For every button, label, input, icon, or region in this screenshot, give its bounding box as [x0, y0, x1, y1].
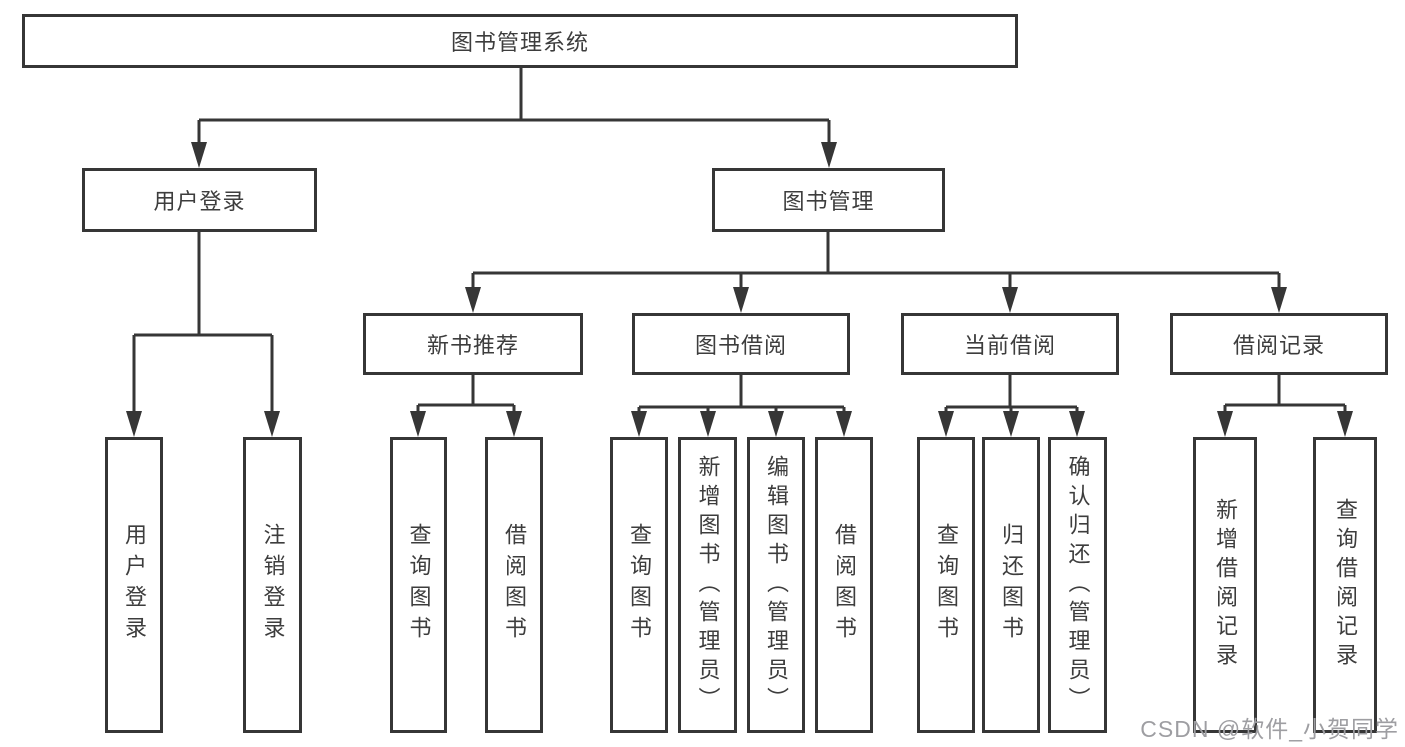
csdn-watermark: CSDN @软件_小贺同学	[1140, 716, 1399, 742]
node-user-login: 用户登录	[82, 168, 317, 232]
leaf-borrow-books: 借阅图书	[815, 437, 873, 733]
leaf-query-borrow-record: 查询借阅记录	[1313, 437, 1377, 733]
arrowheads	[126, 142, 1353, 437]
node-book-management: 图书管理	[712, 168, 945, 232]
node-book-borrow: 图书借阅	[632, 313, 850, 375]
node-new-book-recommend: 新书推荐	[363, 313, 583, 375]
node-library-management-system: 图书管理系统	[22, 14, 1018, 68]
node-borrow-records: 借阅记录	[1170, 313, 1388, 375]
leaf-add-borrow-record: 新增借阅记录	[1193, 437, 1257, 733]
leaf-borrow-books-recommend: 借阅图书	[485, 437, 543, 733]
leaf-edit-books-admin: 编辑图书（管理员）	[747, 437, 805, 733]
leaf-logout-login: 注销登录	[243, 437, 302, 733]
node-current-borrow: 当前借阅	[901, 313, 1119, 375]
leaf-confirm-return-admin: 确认归还（管理员）	[1048, 437, 1107, 733]
leaf-query-books-recommend: 查询图书	[390, 437, 447, 733]
leaf-user-login: 用户登录	[105, 437, 163, 733]
leaf-query-books-current: 查询图书	[917, 437, 975, 733]
leaf-return-books: 归还图书	[982, 437, 1040, 733]
leaf-add-books-admin: 新增图书（管理员）	[678, 437, 737, 733]
leaf-query-books-borrow: 查询图书	[610, 437, 668, 733]
